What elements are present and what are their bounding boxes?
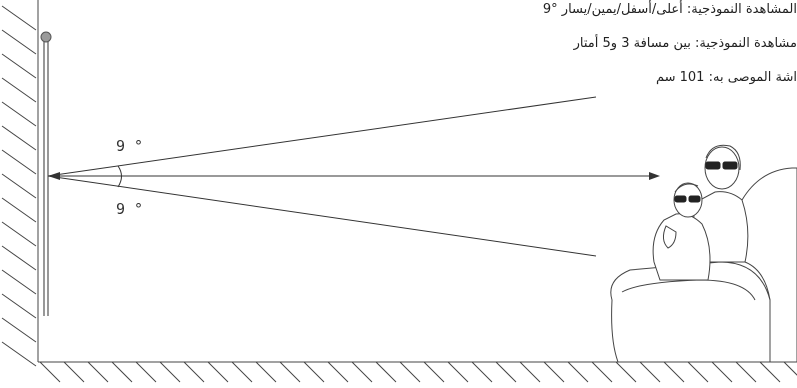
floor-hatch-line bbox=[111, 361, 133, 383]
floor-hatch-line bbox=[375, 361, 397, 383]
floor-hatch-line bbox=[447, 361, 469, 383]
wall-hatch-line bbox=[1, 341, 37, 367]
floor-hatch-line bbox=[471, 361, 493, 383]
floor-hatch-line bbox=[159, 361, 181, 383]
floor-hatch-line bbox=[351, 361, 373, 383]
viewers-with-3d-glasses-icon bbox=[610, 144, 797, 363]
floor-hatch-line bbox=[399, 361, 421, 383]
floor-hatch-line bbox=[663, 361, 685, 383]
viewing-angle-lines bbox=[47, 96, 652, 257]
wall-hatch-line bbox=[1, 197, 37, 223]
floor-hatch-line bbox=[183, 361, 205, 383]
floor-hatch-line bbox=[423, 361, 445, 383]
wall-hatch-line bbox=[1, 29, 37, 55]
wall-hatch-line bbox=[1, 101, 37, 127]
wall-hatch-line bbox=[1, 221, 37, 247]
wall-hatch-line bbox=[1, 149, 37, 175]
wall-hatch-line bbox=[1, 53, 37, 79]
floor-hatch-line bbox=[567, 361, 589, 383]
left-wall bbox=[1, 0, 39, 367]
right-arrowhead-icon bbox=[649, 172, 660, 180]
wall-hatch-line bbox=[1, 293, 37, 319]
floor-hatch-line bbox=[63, 361, 85, 383]
upper-angle-line bbox=[47, 96, 597, 177]
floor-hatch-line bbox=[303, 361, 325, 383]
wall-hatch-line bbox=[1, 317, 37, 343]
floor-hatch-line bbox=[231, 361, 253, 383]
lower-angle-label: 9 ° bbox=[116, 200, 143, 218]
floor-hatch-line bbox=[207, 361, 229, 383]
left-arrowhead-icon bbox=[48, 172, 60, 180]
wall-hatch-line bbox=[1, 125, 37, 151]
wall-hatch-line bbox=[1, 5, 37, 31]
floor-hatch-line bbox=[735, 361, 757, 383]
floor-hatch-line bbox=[639, 361, 661, 383]
floor-hatch-line bbox=[87, 361, 109, 383]
wall-hatch-line bbox=[1, 245, 37, 271]
upper-angle-label: 9 ° bbox=[116, 137, 143, 155]
floor-hatch-line bbox=[783, 361, 797, 376]
floor-hatch-line bbox=[687, 361, 709, 383]
floor bbox=[38, 361, 797, 383]
floor-hatch-line bbox=[279, 361, 301, 383]
note-viewing-distance: مشاهدة النموذجية: بين مسافة 3 و5 أمتار bbox=[573, 36, 797, 51]
floor-hatch-line bbox=[759, 361, 781, 383]
floor-hatch-line bbox=[135, 361, 157, 383]
tv-screen-edge-icon bbox=[40, 31, 52, 316]
floor-hatch-line bbox=[255, 361, 277, 383]
floor-hatch-line bbox=[711, 361, 733, 383]
floor-hatch-line bbox=[519, 361, 541, 383]
floor-hatch-line bbox=[615, 361, 637, 383]
note-recommended-size: اشة الموصى به: 101 سم bbox=[655, 70, 797, 85]
floor-hatch-line bbox=[495, 361, 517, 383]
wall-hatch-line bbox=[1, 173, 37, 199]
floor-hatch-line bbox=[39, 361, 61, 383]
floor-hatch-line bbox=[543, 361, 565, 383]
lower-angle-line bbox=[47, 175, 597, 257]
floor-hatch-line bbox=[591, 361, 613, 383]
floor-hatch-line bbox=[327, 361, 349, 383]
note-viewing-angle: المشاهدة النموذجية: أعلى/أسفل/يمين/يسار … bbox=[542, 2, 797, 17]
angle-arc bbox=[117, 165, 122, 188]
wall-hatch-line bbox=[1, 269, 37, 295]
wall-hatch-line bbox=[1, 77, 37, 103]
